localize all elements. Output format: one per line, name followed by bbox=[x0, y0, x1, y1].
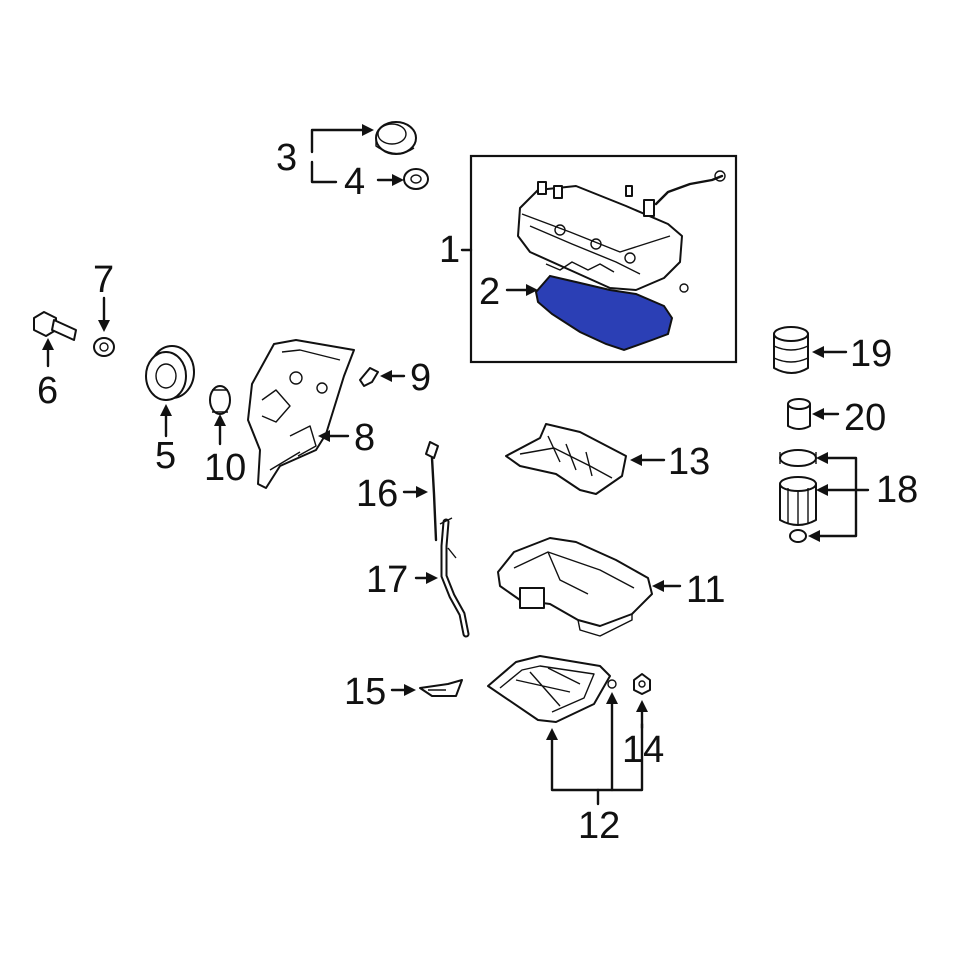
callout-7: 7 bbox=[93, 259, 114, 301]
callout-8: 8 bbox=[354, 417, 375, 459]
callout-14: 14 bbox=[622, 729, 664, 771]
callout-3: 3 bbox=[276, 137, 297, 179]
part-5-crankshaft-pulley bbox=[145, 345, 195, 438]
part-16-dipstick bbox=[402, 441, 439, 542]
part-15-oil-pickup bbox=[390, 679, 463, 697]
washer-icon bbox=[93, 337, 115, 357]
oil-filter-assembly-icon bbox=[779, 449, 817, 543]
part-3-oil-filler-cap bbox=[310, 121, 417, 155]
part-7-washer bbox=[93, 296, 115, 357]
callout-19: 19 bbox=[850, 333, 892, 375]
cap-seal-icon bbox=[403, 168, 429, 190]
part-9-clip bbox=[359, 367, 406, 387]
callout-5: 5 bbox=[155, 435, 176, 477]
callout-13: 13 bbox=[668, 441, 710, 483]
part-13-baffle bbox=[505, 423, 666, 495]
part-4-cap-seal bbox=[310, 160, 429, 190]
part-12-lower-oil-pan bbox=[487, 655, 644, 806]
part-1-valve-cover-assembly bbox=[460, 154, 738, 364]
dipstick-icon bbox=[425, 441, 439, 542]
oil-filter-cap-icon bbox=[787, 398, 811, 430]
clip-icon bbox=[359, 367, 379, 387]
callout-20: 20 bbox=[844, 397, 886, 439]
callout-9: 9 bbox=[410, 357, 431, 399]
baffle-icon bbox=[505, 423, 627, 495]
part-8-timing-cover bbox=[247, 339, 355, 489]
callout-1: 1 bbox=[439, 229, 460, 271]
lower-oil-pan-icon bbox=[487, 655, 611, 723]
crank-seal-icon bbox=[209, 385, 231, 415]
part-6-pulley-bolt bbox=[33, 311, 77, 368]
callout-10: 10 bbox=[204, 447, 246, 489]
part-18-oil-filter-assembly bbox=[779, 449, 870, 543]
upper-oil-pan-icon bbox=[497, 537, 653, 637]
callout-17: 17 bbox=[366, 559, 408, 601]
drain-plug-icon bbox=[633, 673, 651, 695]
oil-pickup-icon bbox=[419, 679, 463, 697]
valve-cover-gasket-icon bbox=[534, 274, 674, 352]
callout-6: 6 bbox=[37, 370, 58, 412]
timing-cover-icon bbox=[247, 339, 355, 489]
part-2-valve-cover-gasket bbox=[505, 261, 674, 352]
pulley-bolt-icon bbox=[33, 311, 77, 341]
callout-12: 12 bbox=[578, 805, 620, 847]
callout-15: 15 bbox=[344, 671, 386, 713]
oil-filler-cap-icon bbox=[375, 121, 417, 155]
part-20-oil-filter-cap bbox=[787, 398, 840, 430]
oil-filter-element-icon bbox=[773, 326, 809, 374]
valve-cover-assembly-icon bbox=[517, 170, 726, 293]
callout-18: 18 bbox=[876, 469, 918, 511]
part-10-crank-seal bbox=[209, 385, 231, 446]
callout-11: 11 bbox=[686, 569, 725, 611]
callout-16: 16 bbox=[356, 473, 398, 515]
part-17-dipstick-tube bbox=[414, 517, 470, 638]
part-14-drain-plug bbox=[633, 673, 651, 730]
callout-4: 4 bbox=[344, 161, 365, 203]
crankshaft-pulley-icon bbox=[145, 345, 195, 401]
callout-2: 2 bbox=[479, 271, 500, 313]
part-19-oil-filter-element bbox=[773, 326, 848, 374]
part-11-upper-oil-pan bbox=[497, 537, 682, 637]
dipstick-tube-icon bbox=[439, 517, 470, 638]
